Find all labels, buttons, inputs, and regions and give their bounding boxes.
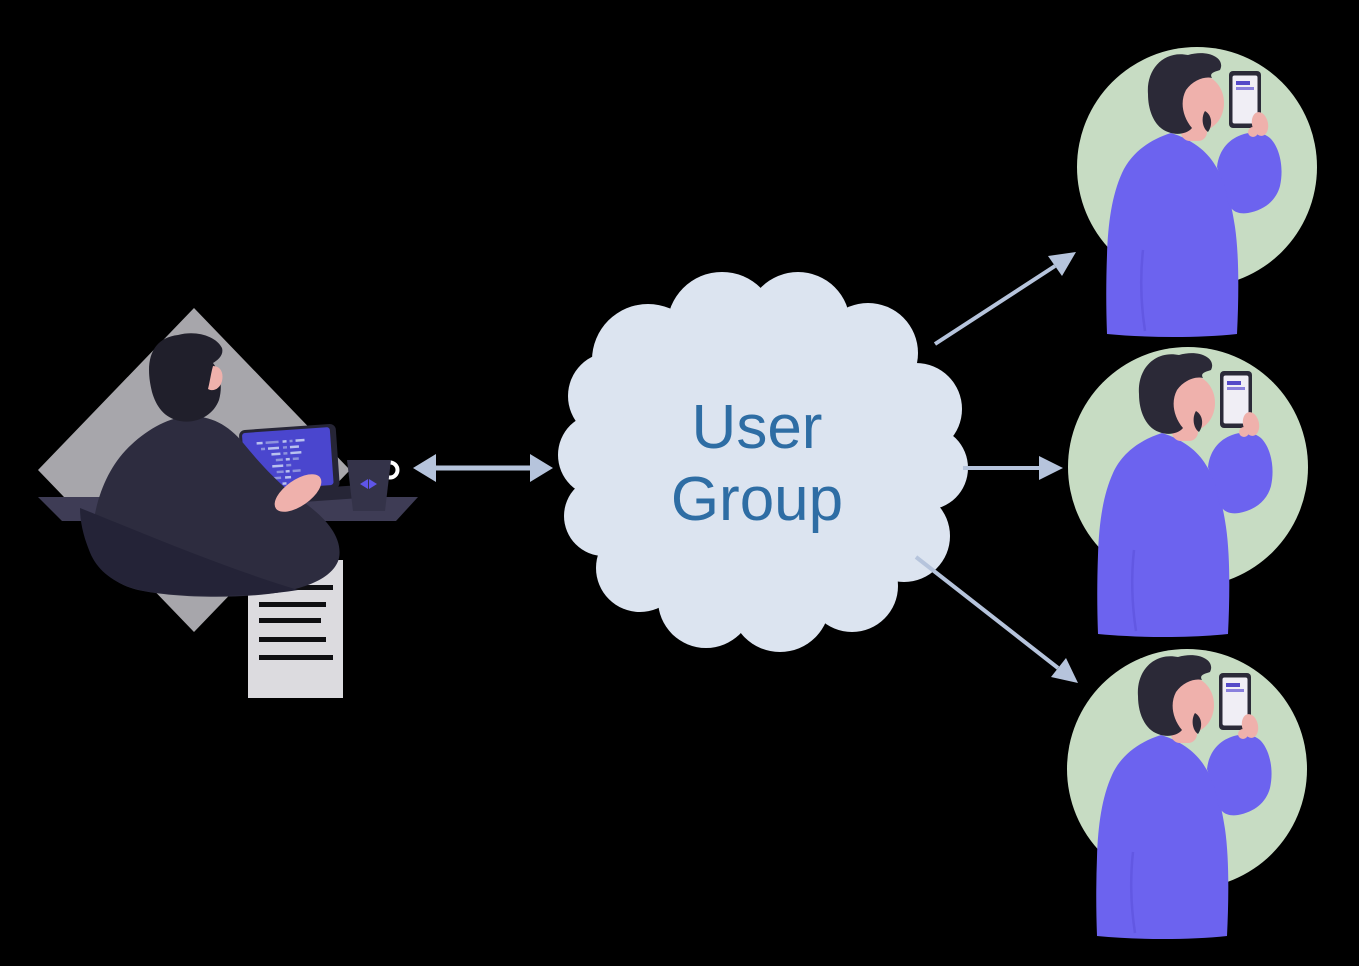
arrows xyxy=(413,252,1078,683)
developer-ear xyxy=(208,366,223,391)
coffee-mug-icon xyxy=(347,460,400,511)
arrow-to-user-2 xyxy=(963,456,1063,480)
cloud-shape xyxy=(558,272,968,652)
user-avatar-2 xyxy=(1066,345,1310,637)
developer-hair xyxy=(149,333,223,422)
arrow-to-user-3 xyxy=(914,555,1078,683)
arrow-bidirectional xyxy=(413,454,553,482)
cloud-label-line2: Group xyxy=(671,465,843,534)
arrow-to-user-1 xyxy=(933,252,1076,346)
developer-illustration xyxy=(38,308,418,698)
user-avatar-1 xyxy=(1075,45,1319,337)
mug-logo xyxy=(360,479,377,489)
user-avatar-3 xyxy=(1065,647,1309,939)
chair-shadow xyxy=(80,508,298,596)
cloud-label-line1: User xyxy=(692,393,823,462)
typing-hand xyxy=(274,474,322,512)
user-group-cloud: User Group xyxy=(558,272,968,652)
cloud-label: User Group xyxy=(671,393,843,534)
